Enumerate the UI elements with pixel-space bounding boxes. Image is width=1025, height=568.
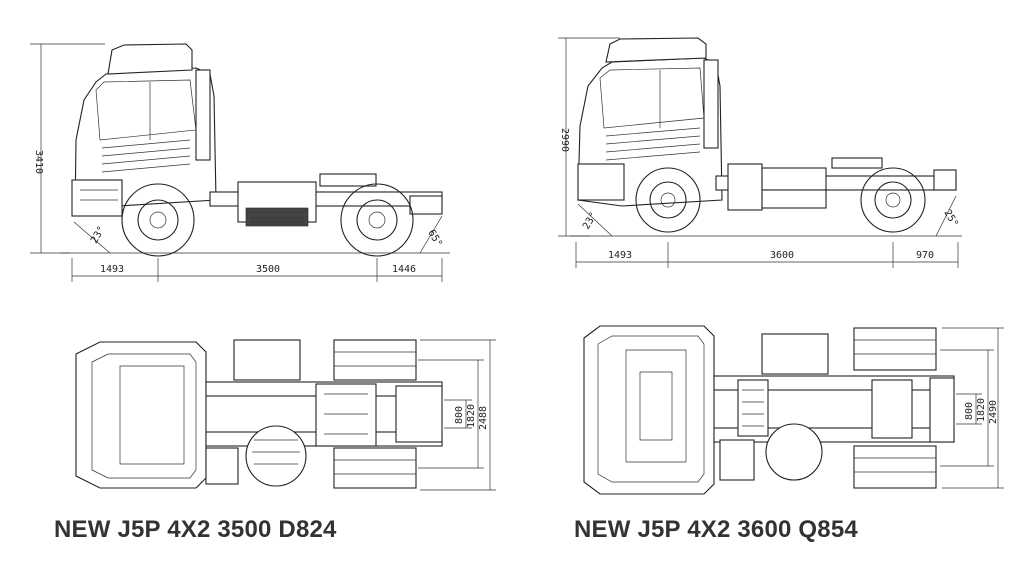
height-dim-left: 3410 — [33, 150, 44, 174]
track-dim-right: 1820 — [976, 398, 987, 422]
front-overhang-dim-left: 1493 — [100, 264, 124, 275]
width-dim-right: 2490 — [988, 400, 999, 424]
top-view-right: 800 1820 2490 — [583, 325, 1004, 495]
side-view-right: 2990 23° 25° 1493 3600 9 — [558, 37, 962, 268]
top-view-left: 800 1820 2488 — [75, 339, 496, 491]
inner-track-dim-left: 800 — [454, 406, 465, 424]
rear-overhang-dim-right: 970 — [916, 250, 934, 261]
side-view-left: 3410 23° 65° 1493 — [30, 43, 450, 282]
height-dim-right: 2990 — [559, 128, 570, 152]
inner-track-dim-right: 800 — [964, 402, 975, 420]
width-dim-left: 2488 — [478, 406, 489, 430]
wheelbase-dim-left: 3500 — [256, 264, 280, 275]
model-caption-right: NEW J5P 4X2 3600 Q854 — [574, 516, 858, 543]
model-caption-left: NEW J5P 4X2 3500 D824 — [54, 516, 337, 543]
departure-angle-right: 25° — [941, 208, 960, 229]
front-overhang-dim-right: 1493 — [608, 250, 632, 261]
track-dim-left: 1820 — [466, 404, 477, 428]
wheelbase-dim-right: 3600 — [770, 250, 794, 261]
approach-angle-left: 23° — [89, 224, 108, 245]
rear-overhang-dim-left: 1446 — [392, 264, 416, 275]
approach-angle-right: 23° — [581, 210, 600, 231]
